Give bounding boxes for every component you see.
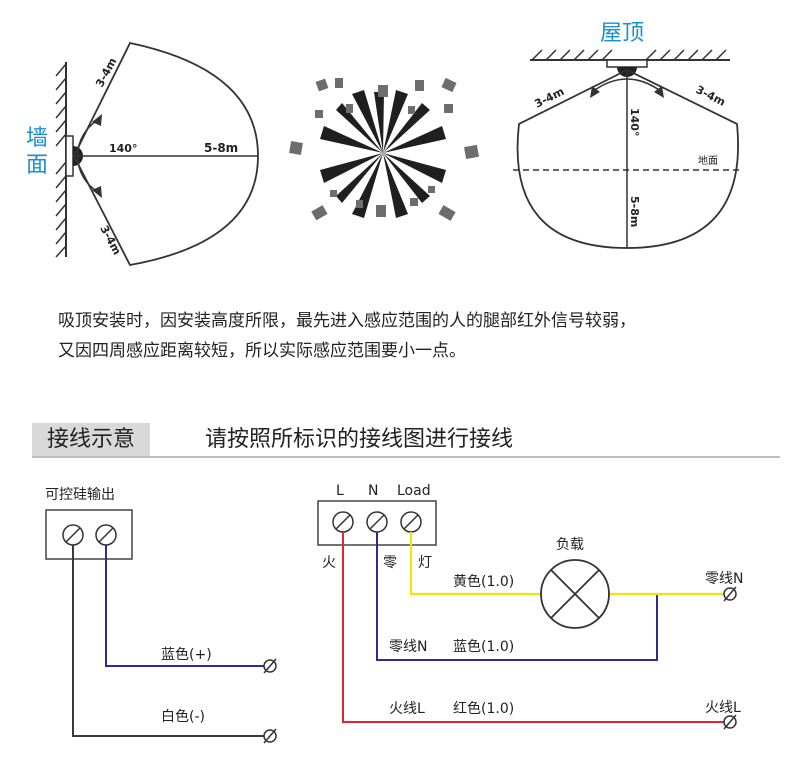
wall-distance-label: 5-8m	[204, 141, 238, 155]
red-live-wire	[342, 532, 726, 723]
live-out-label: 火线L	[705, 700, 741, 716]
scr-terminal-screw-2	[95, 524, 117, 546]
neutral-out-terminal-icon	[723, 586, 737, 602]
yellow-wire-label: 黄色(1.0)	[453, 573, 514, 590]
ceiling-arrow-left	[590, 86, 600, 98]
terminal-n-label: N	[368, 483, 378, 499]
section-divider	[32, 456, 780, 458]
scr-white-label: 白色(-)	[161, 708, 205, 725]
zero-label: 零	[383, 555, 397, 571]
detection-pattern-icon	[289, 77, 479, 221]
blue-neutral-wire	[376, 532, 658, 661]
ceiling-sensor-plate	[606, 59, 648, 68]
ceiling-hatching	[531, 49, 727, 61]
scr-terminal-block	[45, 509, 133, 560]
live-out-terminal-icon	[723, 714, 737, 730]
ceiling-angle-label: 140°	[628, 108, 641, 136]
neutral-in-label: 零线N	[389, 639, 427, 655]
wiring-section-tab: 接线示意	[32, 423, 150, 457]
wall-angle-label: 140°	[109, 142, 137, 155]
lamp-icon	[540, 559, 610, 629]
ceiling-angle-arc	[591, 78, 663, 93]
wall-label-char-2: 面	[26, 153, 48, 178]
wiring-diagrams: 可控硅输出 蓝色(+) 白色(-) L N Load	[45, 483, 743, 744]
ceiling-mount-diagram: 屋顶 3-4m 3-4m 140° 5-8m 地面	[513, 21, 742, 249]
ceiling-arrow-right	[654, 86, 664, 98]
note-line-1: 吸顶安装时，因安装高度所限，最先进入感应范围的人的腿部红外信号较弱，	[58, 311, 636, 331]
red-wire-label: 红色(1.0)	[453, 700, 514, 717]
angle-arc	[76, 119, 99, 193]
terminal-screw-l	[332, 511, 354, 533]
scr-blue-label: 蓝色(+)	[161, 646, 212, 663]
scr-output-diagram: 可控硅输出 蓝色(+) 白色(-)	[45, 487, 277, 744]
neutral-out-label: 零线N	[705, 571, 743, 587]
scr-blue-terminal-icon	[263, 658, 277, 674]
ceiling-label: 屋顶	[600, 21, 644, 46]
terminal-l-label: L	[336, 483, 344, 499]
sensor-mount-plate	[65, 135, 74, 177]
scr-terminal-screw-1	[62, 524, 84, 546]
scr-white-terminal-icon	[263, 728, 277, 744]
blue-wire-label: 蓝色(1.0)	[453, 638, 514, 655]
angle-arrow-top	[92, 114, 102, 126]
load-label: 负载	[556, 537, 584, 553]
terminal-screw-load	[400, 511, 422, 533]
note-line-2: 又因四周感应距离较短，所以实际感应范围要小一点。	[58, 341, 466, 361]
ceiling-range-left-label: 3-4m	[532, 85, 566, 111]
pattern-wedges	[320, 90, 446, 218]
terminal-screw-n	[366, 511, 388, 533]
wall-label-char-1: 墙	[26, 126, 48, 151]
scr-blue-wire	[105, 545, 267, 667]
pattern-squares	[289, 77, 479, 221]
wiring-section-title: 请按照所标识的接线图进行接线	[205, 427, 514, 452]
wall-hatching	[55, 63, 67, 258]
floor-label: 地面	[698, 154, 718, 167]
mounting-note: 吸顶安装时，因安装高度所限，最先进入感应范围的人的腿部红外信号较弱， 又因四周感…	[58, 306, 778, 366]
terminal-load-label: Load	[397, 483, 431, 499]
wall-mount-diagram: 140° 5-8m 3-4m 3-4m 墙 面	[26, 41, 259, 267]
yellow-load-wire	[409, 532, 541, 596]
scr-title: 可控硅输出	[45, 487, 115, 503]
detection-diagrams: 140° 5-8m 3-4m 3-4m 墙 面	[26, 21, 742, 267]
ceiling-distance-label: 5-8m	[628, 196, 641, 227]
load-wiring-diagram: L N Load 火 零 灯 负载 黄色(1.0) 零	[317, 483, 743, 730]
fire-label: 火	[322, 555, 336, 571]
scr-white-wire	[72, 545, 267, 737]
lamp-label: 灯	[418, 555, 432, 571]
angle-arrow-bottom	[92, 186, 102, 198]
wall-range-lower-label: 3-4m	[97, 223, 123, 257]
live-in-label: 火线L	[389, 701, 425, 717]
